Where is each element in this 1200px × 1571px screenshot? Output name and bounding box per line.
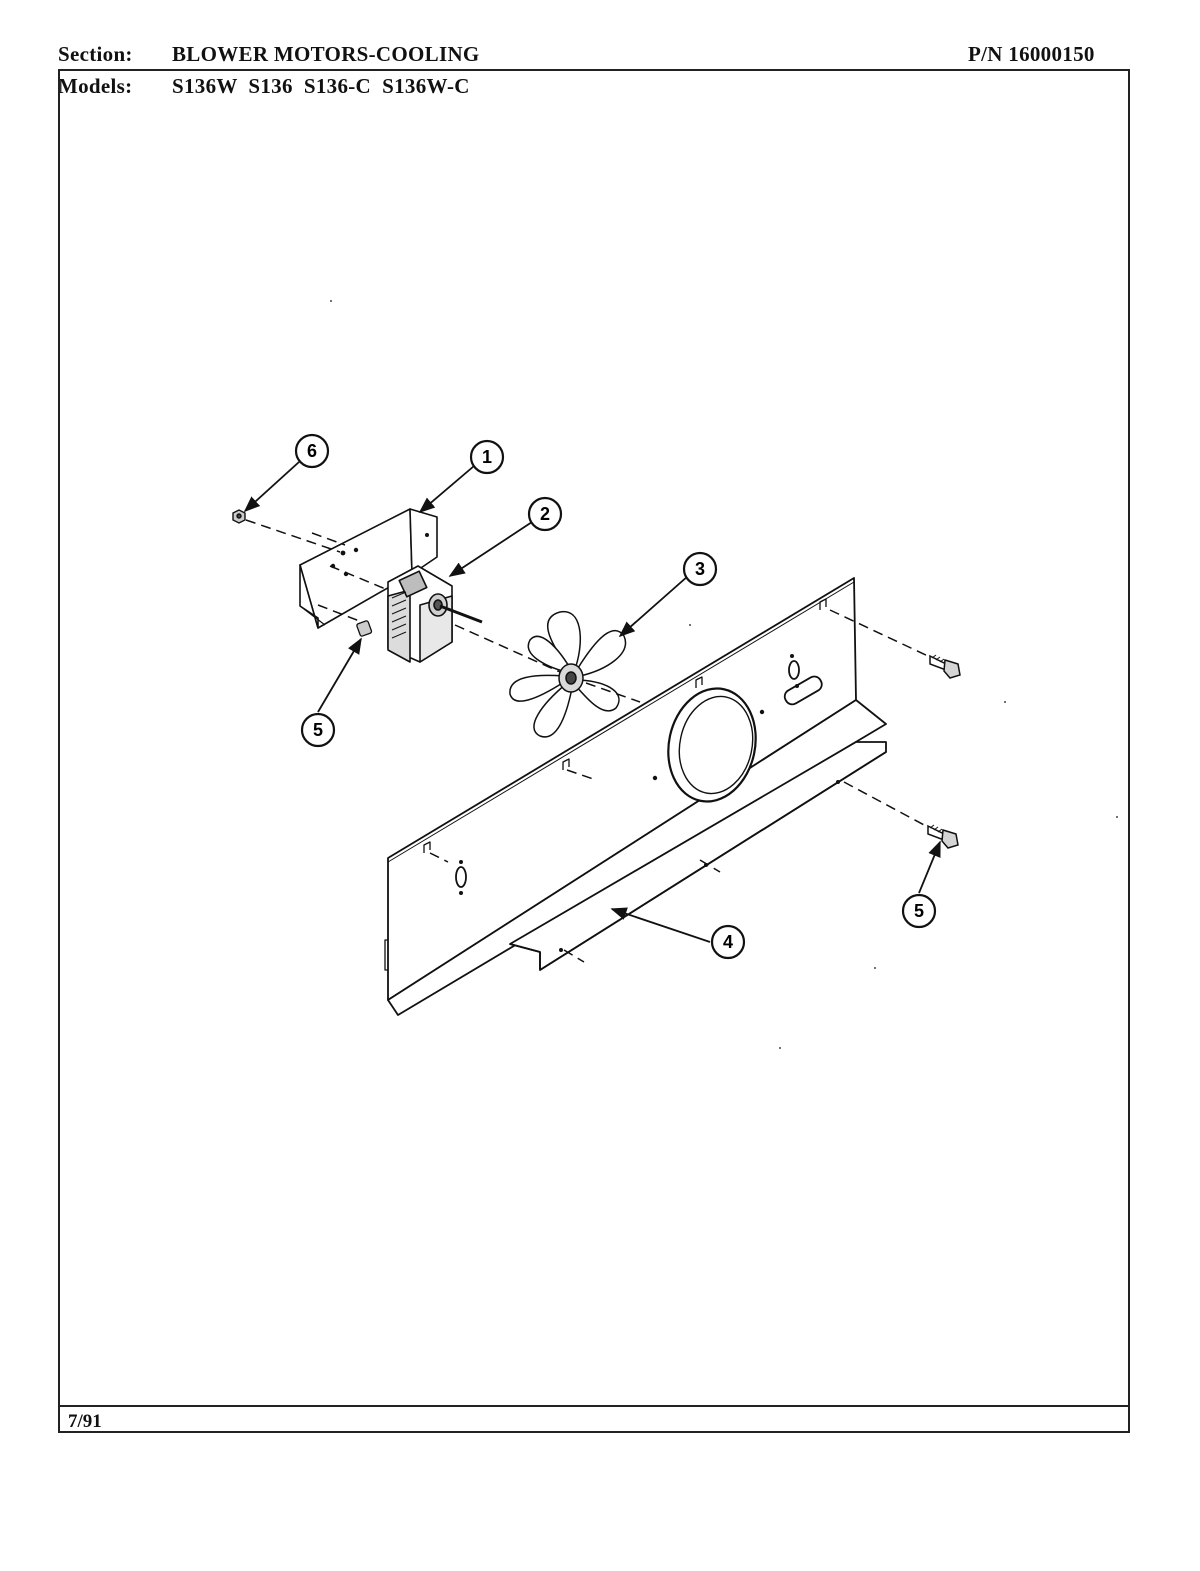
callout-3-label: 3 <box>695 559 705 579</box>
fan-blade <box>509 611 627 738</box>
section-title: BLOWER MOTORS-COOLING <box>172 42 480 66</box>
callout-4-label: 4 <box>723 932 733 952</box>
callout-2-label: 2 <box>540 504 550 524</box>
callout-5-left: 5 <box>300 712 336 748</box>
callout-2: 2 <box>527 496 563 532</box>
drawing-frame <box>58 69 1130 1433</box>
callout-6: 6 <box>294 433 330 469</box>
models-label: Models: <box>58 74 133 98</box>
models-list: S136W S136 S136-C S136W-C <box>172 74 470 98</box>
nut <box>232 509 246 524</box>
callout-1: 1 <box>469 439 505 475</box>
callout-4: 4 <box>710 924 746 960</box>
part-number: P/N 16000150 <box>968 42 1095 66</box>
callout-leaders <box>243 461 941 943</box>
blower-motor <box>387 565 483 663</box>
callout-5-right-label: 5 <box>914 901 924 921</box>
callout-1-label: 1 <box>482 447 492 467</box>
callout-3: 3 <box>682 551 718 587</box>
panel <box>384 577 887 1016</box>
scan-specks <box>330 300 1118 1049</box>
assembly-lines <box>245 519 929 963</box>
callout-5-right: 5 <box>901 893 937 929</box>
callout-6-label: 6 <box>307 441 317 461</box>
screw-upper <box>929 654 961 679</box>
footer-divider <box>58 1405 1130 1407</box>
small-screw <box>356 620 373 637</box>
revision-date: 7/91 <box>68 1411 102 1432</box>
screw-lower <box>927 824 959 849</box>
motor-bracket <box>299 508 438 629</box>
callout-5-left-label: 5 <box>313 720 323 740</box>
section-label: Section: <box>58 42 133 66</box>
